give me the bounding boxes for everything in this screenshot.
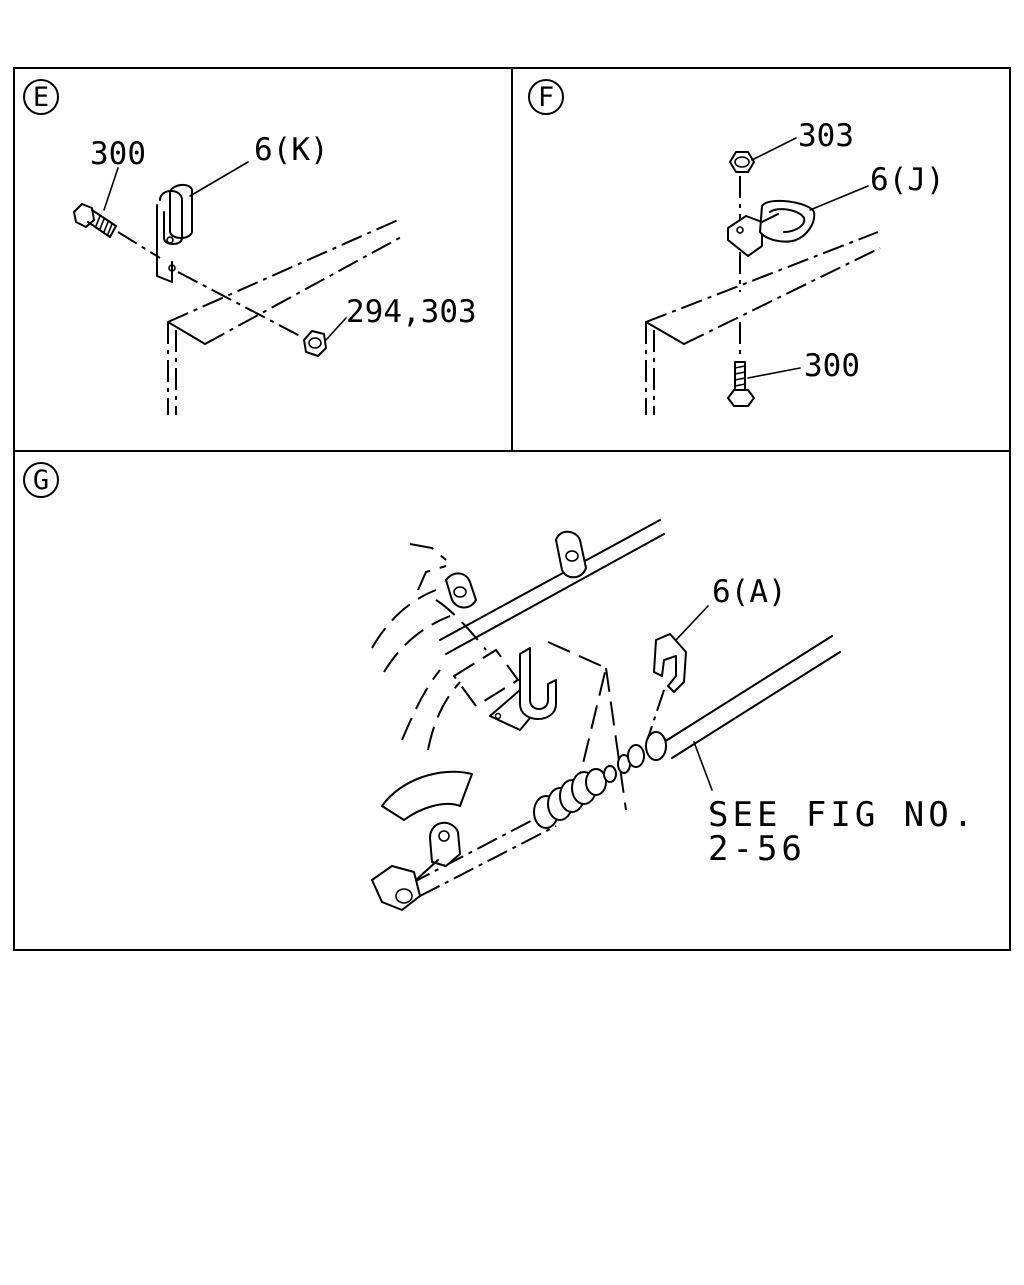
panel-g-letter: G (33, 465, 49, 496)
panel-g: G (23, 462, 977, 911)
lever-assembly (371, 770, 473, 911)
callout-300: 300 (90, 136, 146, 172)
bolt-icon (727, 361, 755, 407)
bolt-icon (73, 203, 117, 238)
clip-icon (727, 199, 816, 257)
panel-e-letter: E (33, 82, 49, 113)
fig-number: 2-56 (708, 829, 806, 869)
see-fig-note: SEE FIG NO. (708, 795, 977, 835)
callout-303: 303 (798, 118, 854, 154)
cable-fittings (533, 731, 667, 829)
callout-6j: 6(J) (870, 162, 945, 198)
frame-rail-f (645, 231, 881, 415)
panel-e-marker: E (23, 79, 59, 115)
diagram-frame (13, 67, 1011, 951)
nut-icon (303, 330, 327, 357)
upper-shaft (439, 519, 665, 655)
callout-300-f: 300 (804, 348, 860, 384)
callout-294-303: 294,303 (346, 294, 477, 330)
clip-icon (653, 633, 687, 693)
nut-icon (729, 151, 755, 173)
panel-f: F (528, 79, 945, 415)
callout-6a: 6(A) (712, 574, 787, 610)
panel-g-marker: G (23, 462, 59, 498)
panel-e: E (23, 79, 477, 415)
callout-6k: 6(K) (254, 132, 329, 168)
cable-bracket (489, 647, 557, 731)
frame-rail-e (167, 219, 404, 415)
transmission-outline (371, 543, 627, 811)
panel-f-letter: F (538, 82, 554, 113)
panel-f-marker: F (528, 79, 564, 115)
clip-icon (156, 184, 193, 283)
control-cable (409, 635, 841, 897)
